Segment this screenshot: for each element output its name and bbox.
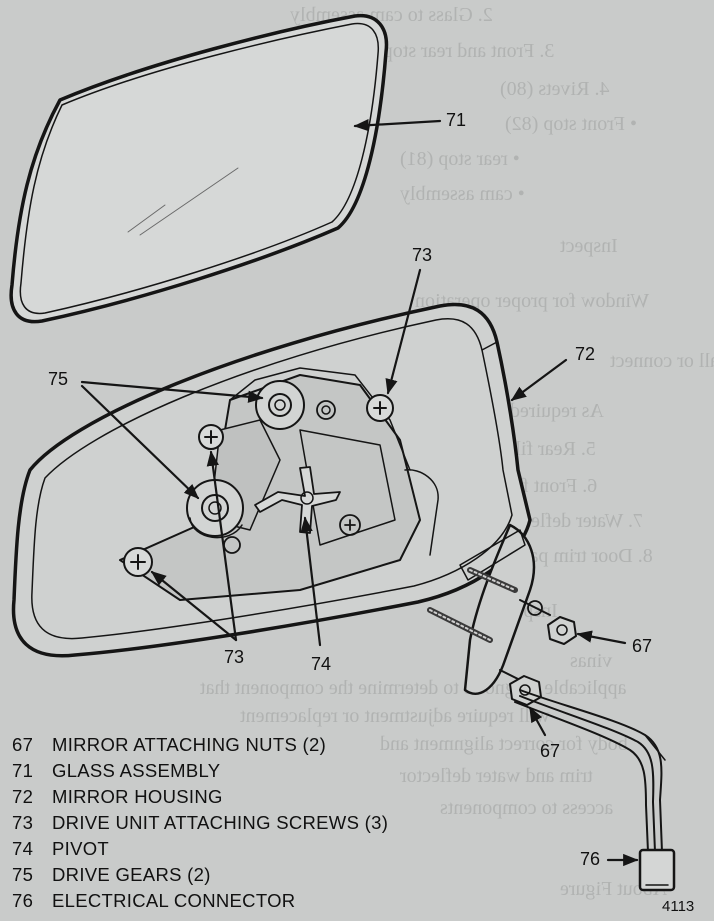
- legend-item: 71 GLASS ASSEMBLY: [12, 758, 388, 784]
- screw-left: [198, 424, 224, 450]
- legend-item: 72 MIRROR HOUSING: [12, 784, 388, 810]
- legend-number: 76: [12, 890, 34, 911]
- callout-72: 72: [575, 344, 596, 364]
- legend-number: 75: [12, 864, 34, 885]
- callout-73-bottom: 73: [224, 647, 245, 667]
- mounting-bracket: [427, 523, 577, 706]
- arrow-73-a: [206, 450, 238, 642]
- legend-item: 67 MIRROR ATTACHING NUTS (2): [12, 732, 388, 758]
- arrow-67-right: [576, 630, 627, 645]
- legend-number: 73: [12, 812, 34, 833]
- screw-top: [366, 394, 394, 422]
- legend-number: 71: [12, 760, 34, 781]
- parts-legend: 67 MIRROR ATTACHING NUTS (2) 71 GLASS AS…: [12, 732, 388, 914]
- legend-label: MIRROR HOUSING: [52, 786, 223, 807]
- arrow-73-top: [385, 268, 422, 395]
- arrow-75-a: [80, 380, 264, 403]
- legend-item: 75 DRIVE GEARS (2): [12, 862, 388, 888]
- drive-gear-upper: [255, 380, 305, 430]
- legend-label: DRIVE GEARS (2): [52, 864, 211, 885]
- electrical-connector: [514, 689, 676, 892]
- screw-bottom: [123, 547, 153, 577]
- legend-item: 73 DRIVE UNIT ATTACHING SCREWS (3): [12, 810, 388, 836]
- arrow-72: [510, 358, 568, 402]
- pivot: [254, 466, 341, 534]
- legend-number: 74: [12, 838, 34, 859]
- legend-number: 72: [12, 786, 34, 807]
- callout-76: 76: [580, 849, 601, 869]
- arrow-73-b: [150, 570, 238, 642]
- drive-gears: [186, 380, 305, 539]
- arrow-71: [353, 119, 442, 132]
- legend-item: 76 ELECTRICAL CONNECTOR: [12, 888, 388, 914]
- connector-plug: [638, 848, 676, 892]
- drive-unit-attaching-screws: [123, 394, 394, 577]
- mirror-nut-bottom: [509, 675, 542, 706]
- callout-74: 74: [311, 654, 332, 674]
- callout-67-right: 67: [632, 636, 653, 656]
- glass-assembly: [9, 13, 389, 324]
- callout-73-top: 73: [412, 245, 433, 265]
- legend-label: GLASS ASSEMBLY: [52, 760, 221, 781]
- legend-label: PIVOT: [52, 838, 110, 859]
- arrow-75-b: [80, 384, 200, 500]
- callout-71: 71: [446, 110, 467, 130]
- arrow-67-bottom: [528, 706, 547, 737]
- leader-arrows: [80, 119, 639, 867]
- legend-item: 74 PIVOT: [12, 836, 388, 862]
- legend-label: DRIVE UNIT ATTACHING SCREWS (3): [52, 812, 389, 833]
- figure-number: 4113: [662, 898, 695, 915]
- legend-label: ELECTRICAL CONNECTOR: [52, 890, 296, 911]
- callout-75: 75: [48, 369, 69, 389]
- mirror-nut-right: [547, 616, 577, 645]
- callout-67-bottom: 67: [540, 741, 561, 761]
- legend-label: MIRROR ATTACHING NUTS (2): [52, 734, 327, 755]
- arrow-74: [300, 516, 322, 647]
- legend-number: 67: [12, 734, 34, 755]
